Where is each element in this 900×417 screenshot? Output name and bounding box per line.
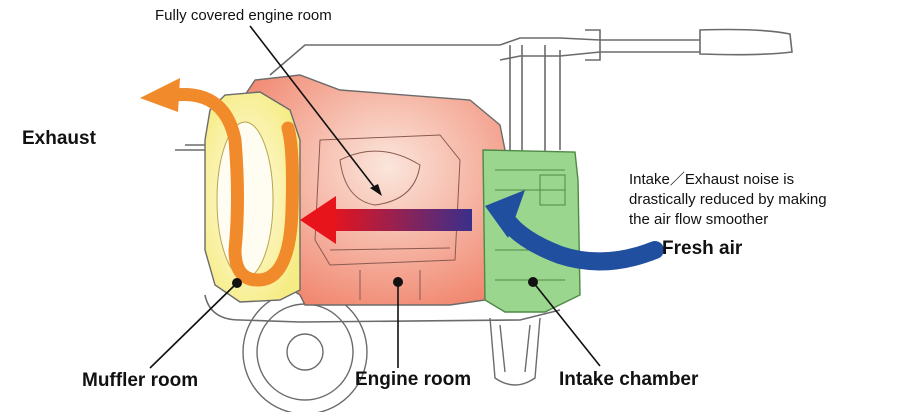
label-engine-room: Engine room (355, 369, 472, 390)
callout-dots (232, 184, 538, 288)
noise-note-line-2: drastically reduced by making (629, 191, 827, 208)
label-muffler-room: Muffler room (82, 370, 199, 391)
label-intake-chamber: Intake chamber (559, 369, 699, 390)
noise-note-line-1: Intake／Exhaust noise is (629, 171, 795, 188)
noise-note: Intake／Exhaust noise is drastically redu… (629, 170, 899, 230)
exhaust-arrow (140, 78, 299, 287)
intake-detail (495, 169, 566, 281)
leader-lines (149, 25, 601, 369)
label-fresh-air: Fresh air (662, 238, 743, 259)
stand (489, 317, 541, 386)
wheel (242, 289, 368, 415)
callout-engine-room-covered: Fully covered engine room (155, 7, 332, 24)
label-exhaust: Exhaust (22, 128, 96, 149)
noise-note-line-3: the air flow smoother (629, 211, 769, 228)
muffler-core (216, 121, 274, 279)
internal-flow-arrow (300, 196, 472, 244)
fresh-air-arrow (485, 190, 664, 271)
frame-outline (175, 28, 793, 323)
